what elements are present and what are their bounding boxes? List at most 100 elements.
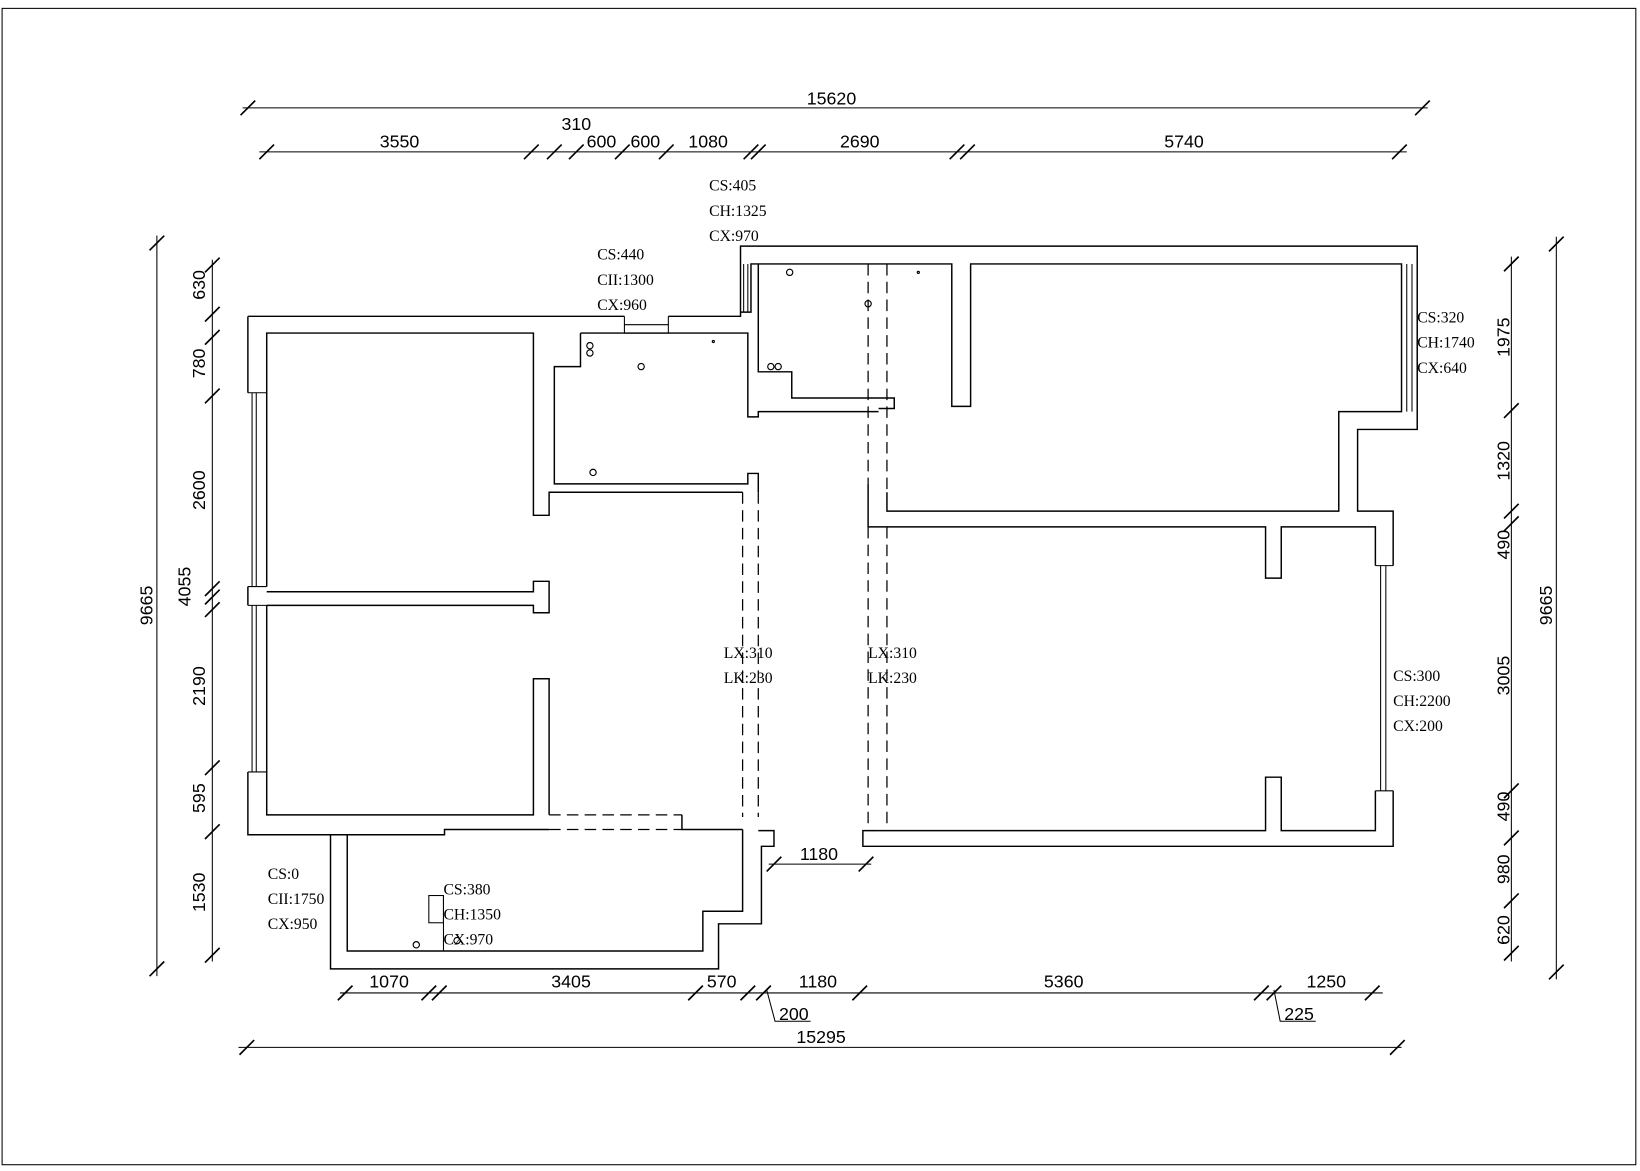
dimension-tick xyxy=(204,601,221,618)
dim-right-segment: 3005 xyxy=(1493,656,1513,696)
dim-left-segment: 2600 xyxy=(189,470,209,510)
annotation-line: CH:1325 xyxy=(709,203,767,220)
fixture-dot xyxy=(711,339,715,344)
annotation-line: CX:640 xyxy=(1417,360,1467,377)
double-fixture xyxy=(586,349,594,357)
bathroom-fixture-box xyxy=(428,895,444,924)
dimension-tick xyxy=(431,985,448,1001)
dimension-tick xyxy=(1364,985,1381,1001)
dimension-tick xyxy=(204,580,221,597)
dim-left-total: 9665 xyxy=(137,586,157,626)
dimension-tick xyxy=(546,143,563,160)
double-fixture xyxy=(586,341,594,350)
dimension-tick xyxy=(1266,985,1282,1001)
dimension-tick xyxy=(420,985,437,1001)
room-kitchen-wall xyxy=(553,332,879,493)
dimension-tick xyxy=(658,143,675,160)
annotation-line: CS:405 xyxy=(709,178,756,195)
dimension-tick xyxy=(1548,964,1565,980)
room-bedroom-b-wall xyxy=(265,605,550,816)
dim-left-segment: 2190 xyxy=(189,666,209,706)
dimension-tick xyxy=(1503,782,1520,799)
fixture-marker xyxy=(453,936,461,945)
fixture-marker xyxy=(864,300,872,308)
annotation-line: CX:200 xyxy=(1393,718,1443,735)
dimension-tick xyxy=(851,985,868,1001)
dimension-labels-bottom: 1070 3405 570 1180 5360 1250 200 225 152… xyxy=(369,844,1346,1047)
dashed-openings xyxy=(549,263,888,831)
dim-top-total: 15620 xyxy=(807,89,857,109)
dimension-tick xyxy=(523,143,540,160)
annotation-line: CH:2200 xyxy=(1393,693,1451,710)
dimension-tick xyxy=(568,143,585,160)
dimension-tick xyxy=(1389,1039,1406,1056)
dimension-tick xyxy=(687,985,704,1001)
annotation-opening-right: LX:310 LK:230 xyxy=(868,645,917,687)
room-bathroom-wall xyxy=(346,829,744,952)
annotation-bathroom-window: CS:380 CH:1350 CX:970 xyxy=(443,881,501,948)
dimension-tick xyxy=(204,257,221,273)
dashed-opening-left-vertical xyxy=(741,492,759,817)
dimension-lines xyxy=(156,107,1557,1048)
dim-left-segment: 595 xyxy=(189,783,209,813)
dim-top-segment: 5740 xyxy=(1164,132,1204,152)
fixtures xyxy=(412,268,920,949)
dimension-tick xyxy=(1414,99,1431,116)
annotation-line: LX:310 xyxy=(724,645,773,662)
dim-top-segment: 600 xyxy=(587,132,617,152)
top-middle-window xyxy=(743,263,749,313)
dimension-labels-left: 9665 630 780 2600 4055 2190 595 1530 xyxy=(137,270,209,912)
wall-below-bedroom-b xyxy=(330,814,743,836)
dim-bottom-leader: 200 xyxy=(779,1004,809,1024)
annotation-line: CS:440 xyxy=(597,247,644,264)
dim-middle: 1180 xyxy=(800,844,838,864)
dim-right-segment: 980 xyxy=(1493,854,1513,884)
dim-top-segment: 2690 xyxy=(840,132,880,152)
dimension-tick xyxy=(204,329,221,346)
annotation-line: CII:1300 xyxy=(597,272,654,289)
drawing-frame xyxy=(1,7,1637,1166)
dimension-tick xyxy=(1503,892,1520,909)
top-right-window xyxy=(1406,263,1413,412)
dimension-tick xyxy=(204,306,221,323)
dim-right-segment: 490 xyxy=(1493,792,1513,822)
annotation-opening-left: LX:310 LK:230 xyxy=(724,645,773,687)
dim-right-segment: 1320 xyxy=(1493,441,1513,481)
fixture-marker xyxy=(412,941,420,949)
dimension-tick xyxy=(614,143,631,160)
annotation-line: CS:320 xyxy=(1417,310,1464,327)
annotation-line: CH:1350 xyxy=(443,907,501,924)
dimension-tick xyxy=(1503,515,1520,532)
dimension-tick xyxy=(238,1039,255,1056)
dimension-tick xyxy=(755,985,772,1001)
annotation-line: LX:310 xyxy=(868,645,917,662)
opening-annotations: CS:405 CH:1325 CX:970 CS:440 CII:1300 CX… xyxy=(268,178,1475,949)
dim-right-segment: 490 xyxy=(1493,530,1513,560)
dimension-tick xyxy=(239,99,256,116)
dim-right-segment: 620 xyxy=(1493,915,1513,945)
dimension-tick xyxy=(204,947,221,964)
corridor-stub xyxy=(867,483,887,528)
dimension-tick xyxy=(1503,256,1520,272)
dim-top-segment: 1080 xyxy=(688,132,728,152)
partition-a-b xyxy=(266,580,550,614)
room-top-middle-wall xyxy=(740,263,1403,512)
dimension-tick xyxy=(204,589,221,605)
dim-bottom-segment: 1070 xyxy=(369,972,409,992)
left-window-upper xyxy=(247,392,267,588)
annotation-kitchen-window: CS:440 CII:1300 CX:960 xyxy=(597,247,654,314)
dim-top-segment: 3550 xyxy=(380,132,420,152)
dimension-tick xyxy=(1503,402,1520,419)
left-window-lower xyxy=(247,604,267,773)
annotation-line: LK:230 xyxy=(724,670,773,687)
dimension-tick xyxy=(204,823,221,840)
annotation-line: CX:960 xyxy=(597,297,647,314)
dim-left-segment: 780 xyxy=(189,348,209,378)
annotation-top-middle-window: CS:405 CH:1325 CX:970 xyxy=(709,178,767,245)
annotation-living-window: CS:300 CH:2200 CX:200 xyxy=(1393,668,1451,735)
room-living-wall xyxy=(878,526,1377,832)
fixture-marker xyxy=(637,362,645,371)
annotation-top-right-window: CS:320 CH:1740 CX:640 xyxy=(1417,310,1475,377)
dim-bottom-segment: 570 xyxy=(707,972,737,992)
annotation-line: CS:300 xyxy=(1393,668,1440,685)
